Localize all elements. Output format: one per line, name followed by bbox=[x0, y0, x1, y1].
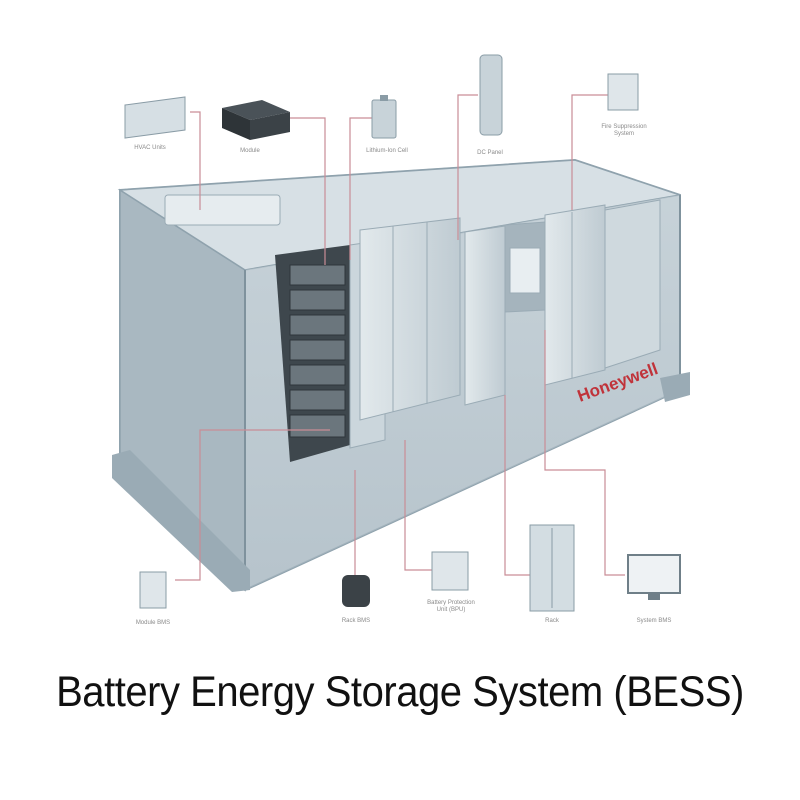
callout-fire-suppression: Fire Suppression System bbox=[601, 124, 647, 137]
bess-container-diagram: Honeywell bbox=[112, 54, 690, 612]
module-bms-icon bbox=[139, 571, 167, 609]
callout-bpu: Battery Protection Unit (BPU) bbox=[427, 600, 475, 613]
system-bms-icon bbox=[627, 554, 681, 600]
rack-bms-icon bbox=[342, 575, 370, 607]
callout-dc-panel: DC Panel bbox=[477, 150, 503, 156]
hvac-unit bbox=[164, 194, 281, 226]
hvac-icon bbox=[124, 96, 186, 139]
dc-panel-icon bbox=[479, 54, 503, 136]
leader-lines bbox=[175, 94, 625, 581]
cabinet-row bbox=[359, 199, 661, 421]
callout-module-bms: Module BMS bbox=[135, 620, 171, 626]
fire-suppression-icon bbox=[607, 73, 639, 111]
callout-system-bms: System BMS bbox=[636, 618, 672, 624]
figure-caption: Battery Energy Storage System (BESS) bbox=[56, 668, 744, 716]
module-icon bbox=[222, 100, 290, 140]
callout-module: Module bbox=[240, 148, 260, 154]
li-ion-cell-icon bbox=[371, 95, 397, 139]
callout-rack: Rack bbox=[545, 618, 559, 624]
rack-icon bbox=[529, 524, 575, 612]
callout-li-ion-cell: Lithium-Ion Cell bbox=[366, 148, 408, 154]
bpu-icon bbox=[431, 551, 469, 591]
callout-hvac: HVAC Units bbox=[134, 145, 166, 151]
callout-rack-bms: Rack BMS bbox=[341, 618, 371, 624]
